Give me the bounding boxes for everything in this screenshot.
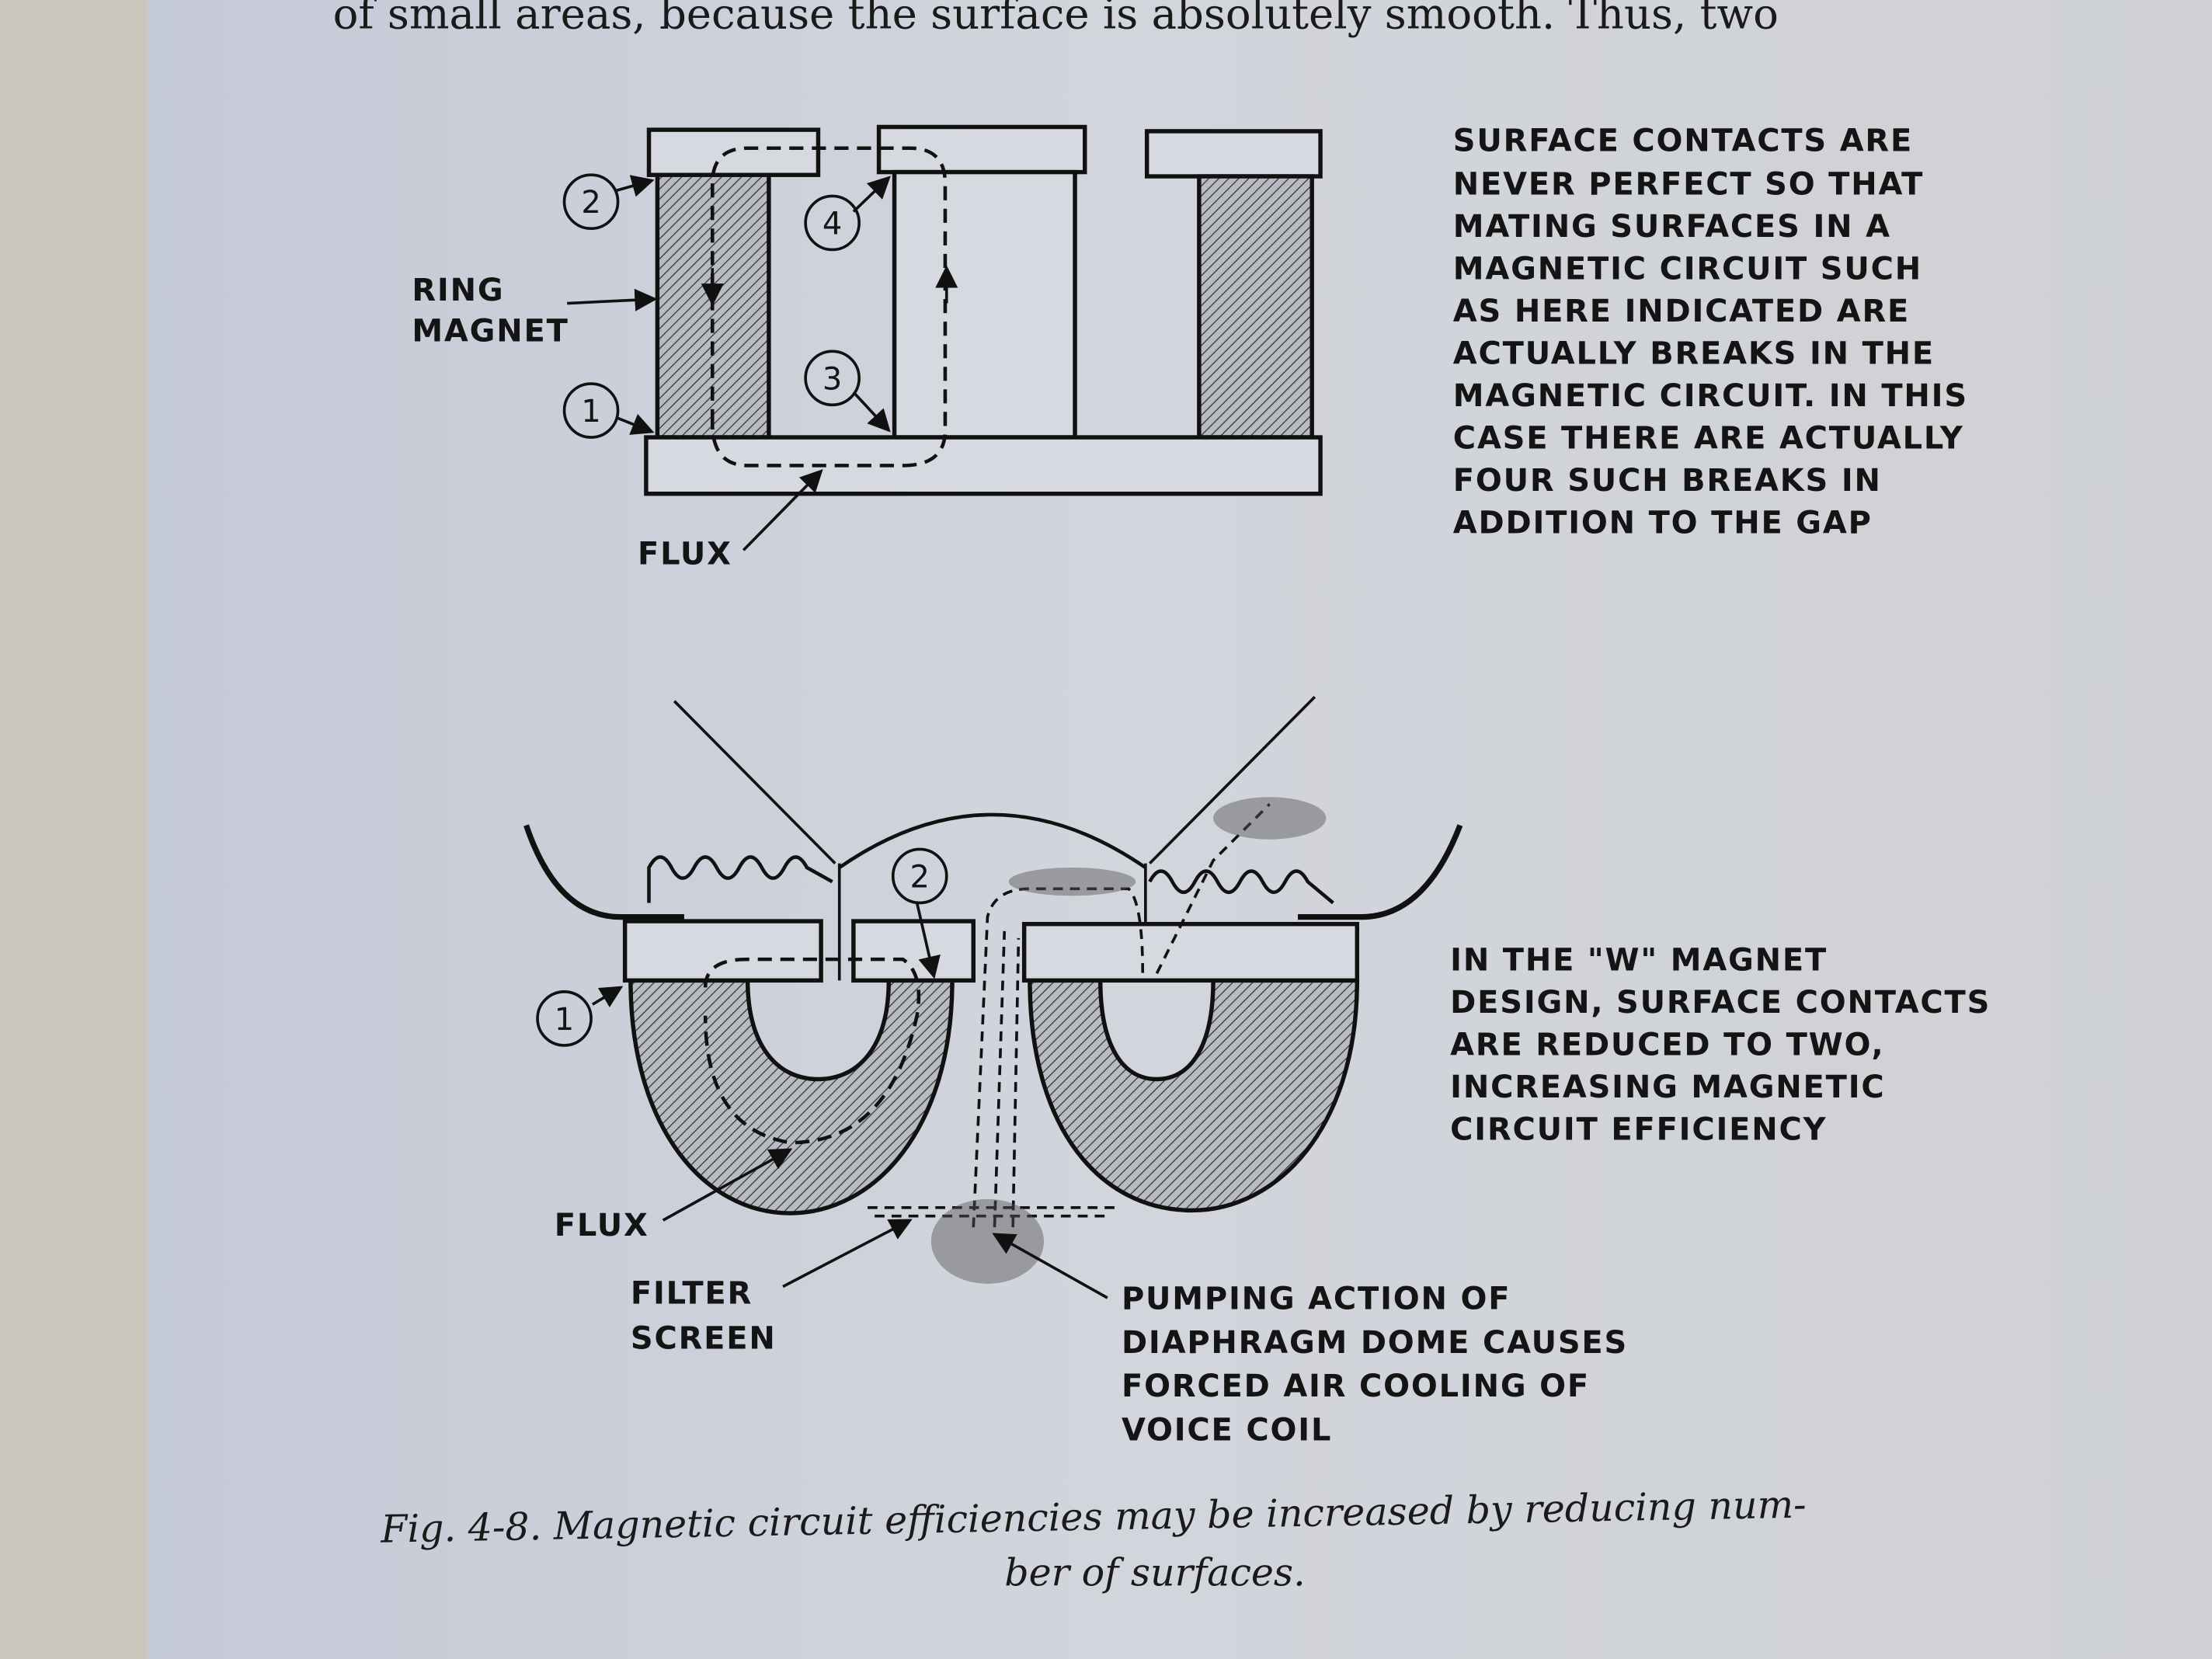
note-line: FOUR SUCH BREAKS IN — [1453, 463, 1882, 499]
flux-label-bottom: FLUX — [555, 1208, 649, 1243]
note-line: CIRCUIT EFFICIENCY — [1450, 1112, 1827, 1148]
note-line: DESIGN, SURFACE CONTACTS — [1450, 985, 1991, 1021]
w-magnet-diagram — [523, 695, 1463, 1299]
flux-path — [710, 146, 948, 468]
note-line: ARE REDUCED TO TWO, — [1450, 1028, 1884, 1063]
ring-magnet-diagram — [562, 124, 1323, 551]
note-line: DIAPHRAGM DOME CAUSES — [1122, 1325, 1628, 1361]
note-line: ACTUALLY BREAKS IN THE — [1453, 336, 1935, 372]
w-note: IN THE "W" MAGNET DESIGN, SURFACE CONTAC… — [1450, 943, 1991, 1148]
marker-1: 1 — [581, 394, 600, 430]
stipple-cloud — [930, 797, 1327, 1284]
note-line: NEVER PERFECT SO THAT — [1453, 167, 1924, 203]
screen-label: SCREEN — [631, 1320, 777, 1356]
marker-2: 2 — [581, 185, 600, 221]
note-line: MATING SURFACES IN A — [1453, 209, 1891, 245]
filter-label: FILTER — [631, 1275, 753, 1311]
note-line: VOICE COIL — [1122, 1412, 1332, 1448]
magnet-label: MAGNET — [412, 314, 569, 350]
note-line: SURFACE CONTACTS ARE — [1453, 123, 1913, 158]
top-note: SURFACE CONTACTS ARE NEVER PERFECT SO TH… — [1453, 123, 1968, 541]
marker-1-w: 1 — [555, 1002, 574, 1038]
page-gutter — [0, 0, 148, 1659]
note-line: MAGNETIC CIRCUIT SUCH — [1453, 252, 1922, 287]
marker-2-w: 2 — [910, 859, 930, 895]
note-line: PUMPING ACTION OF — [1122, 1282, 1511, 1317]
flux-path-w — [703, 957, 921, 1145]
note-line: FORCED AIR COOLING OF — [1122, 1369, 1590, 1404]
note-line: INCREASING MAGNETIC — [1450, 1069, 1885, 1105]
figure-caption-line2: ber of surfaces. — [1004, 1550, 1305, 1595]
pumping-note: PUMPING ACTION OF DIAPHRAGM DOME CAUSES … — [1122, 1282, 1628, 1449]
note-line: AS HERE INDICATED ARE — [1453, 294, 1910, 329]
note-line: IN THE "W" MAGNET — [1450, 943, 1828, 979]
note-line: ADDITION TO THE GAP — [1453, 506, 1873, 541]
marker-3: 3 — [823, 361, 842, 397]
flux-label-top: FLUX — [638, 537, 732, 572]
body-text-top-line: of small areas, because the surface is a… — [333, 0, 1779, 38]
note-line: CASE THERE ARE ACTUALLY — [1453, 421, 1964, 457]
marker-4: 4 — [823, 207, 842, 242]
air-flow — [868, 803, 1271, 1228]
ring-label: RING — [412, 273, 504, 308]
note-line: MAGNETIC CIRCUIT. IN THIS — [1453, 378, 1968, 414]
